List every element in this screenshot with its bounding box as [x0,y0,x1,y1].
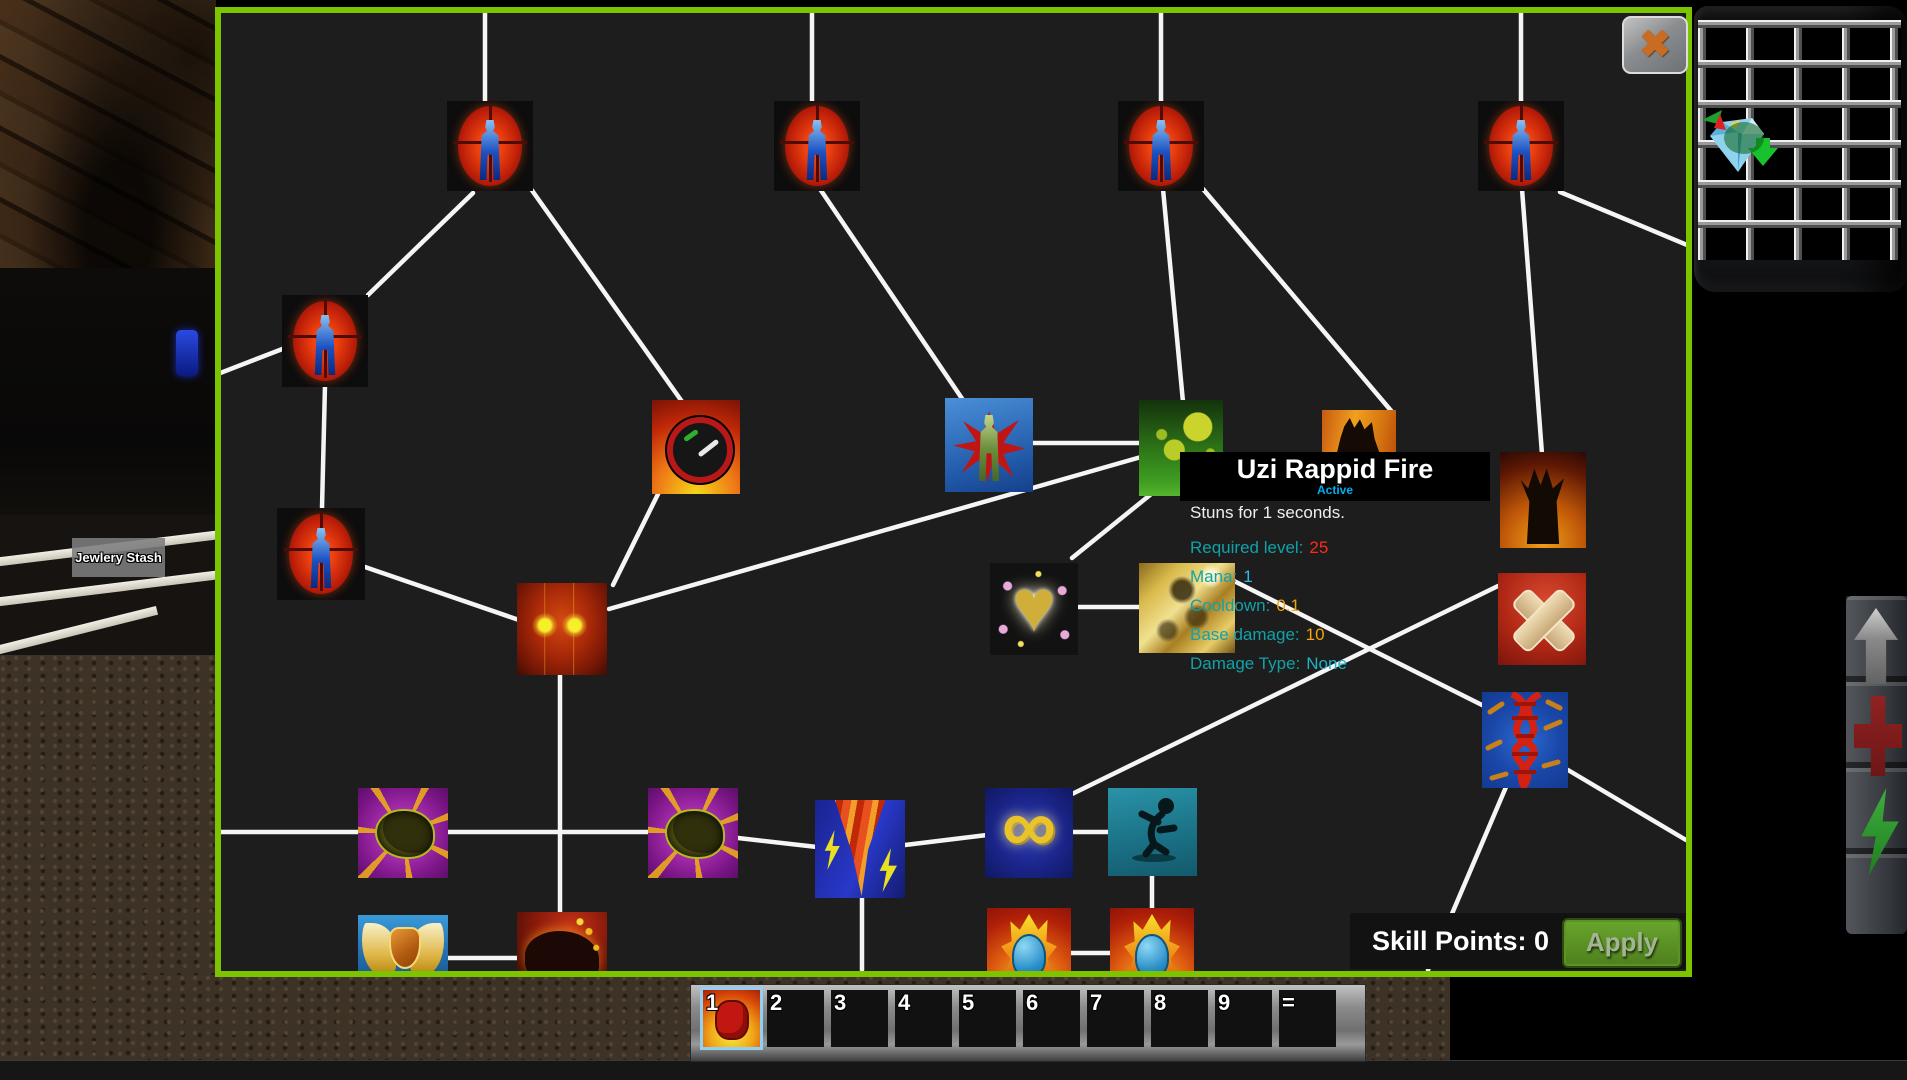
skill-node-burning-man-1[interactable] [987,908,1071,977]
skill-node-brain-2[interactable] [648,788,738,878]
skill-node-lightning-tornado[interactable] [815,800,905,898]
red-cross-icon[interactable] [1854,696,1902,776]
hotbar: 1 2 3 4 5 6 7 8 9 = [690,984,1366,1062]
dna-helix-icon [1485,692,1563,788]
skill-node-dna[interactable] [1482,692,1568,788]
tooltip-stat-row: Cooldown:0.1 [1190,596,1300,615]
skill-node-demon-face[interactable] [517,583,607,675]
skill-tooltip-body: Stuns for 1 seconds. Required level:25 M… [1190,503,1500,678]
skill-node-body-target-6[interactable] [277,508,365,600]
bottom-bar [0,1060,1907,1080]
tooltip-title: Uzi Rappid Fire [1236,454,1434,484]
green-lightning-icon[interactable] [1861,788,1899,876]
skill-node-golden-heart[interactable] [990,563,1078,655]
flaming-speedometer-icon [667,417,733,483]
hotbar-slot-5[interactable]: 5 [959,990,1016,1047]
skill-node-trip-fall[interactable] [1108,788,1197,876]
hotbar-slot-2[interactable]: 2 [767,990,824,1047]
up-arrow-icon[interactable] [1854,608,1898,684]
close-icon: ✖ [1639,24,1671,66]
falling-figure-icon [1132,798,1178,862]
skill-tooltip-header: Uzi Rappid Fire Active [1180,452,1490,501]
skill-node-body-target-5[interactable] [282,295,368,387]
hotbar-slot-3[interactable]: 3 [831,990,888,1047]
hotbar-slot-8[interactable]: 8 [1151,990,1208,1047]
skill-node-burning-man-2[interactable] [1110,908,1194,977]
hotbar-slot-7[interactable]: 7 [1087,990,1144,1047]
wood-floor-background [0,0,216,268]
tooltip-stat-row: Damage Type:None [1190,654,1347,673]
skill-node-body-target-1[interactable] [447,101,533,191]
skill-node-speed-gauge[interactable] [652,400,740,494]
apply-button[interactable]: Apply [1562,918,1682,968]
hotbar-slot-9[interactable]: 9 [1215,990,1272,1047]
hotbar-slot-1[interactable]: 1 [700,987,763,1050]
skill-points-bar: Skill Points: 0 Apply [1350,913,1687,969]
gem-with-arrows-icon [1702,110,1778,172]
skill-node-infinity[interactable] [985,788,1073,878]
hotbar-slot-6[interactable]: 6 [1023,990,1080,1047]
skill-node-wounded-man[interactable] [945,398,1033,492]
tooltip-stat-row: Required level:25 [1190,538,1329,557]
blue-world-object [176,330,198,376]
skill-connection-lines [215,7,1692,973]
tooltip-skill-type: Active [1316,483,1354,497]
hotbar-slot-4[interactable]: 4 [895,990,952,1047]
tooltip-stat-row: Base damage:10 [1190,625,1325,644]
skill-node-body-target-2[interactable] [774,101,860,191]
tooltip-stat-row: Mana:1 [1190,567,1253,586]
skill-node-bandage[interactable] [1498,573,1586,665]
stash-label[interactable]: Jewlery Stash [72,538,165,577]
close-button[interactable]: ✖ [1622,16,1688,74]
skill-points-text: Skill Points: 0 [1372,925,1550,956]
skill-points-value: 0 [1534,925,1550,956]
skill-node-brain-1[interactable] [358,788,448,878]
skill-node-body-target-3[interactable] [1118,101,1204,191]
skill-node-dark-beast[interactable] [517,912,607,977]
fire-fist-icon [703,990,760,1047]
skill-node-fire-demon[interactable] [1500,452,1586,548]
inventory-item-gem[interactable] [1700,104,1780,183]
side-button-strip [1846,596,1907,934]
skill-node-golden-figure[interactable] [1139,563,1235,653]
tooltip-description: Stuns for 1 seconds. [1190,503,1345,522]
dark-room-background [0,268,216,520]
skill-node-winged-shield[interactable] [358,915,448,977]
skill-node-body-target-4[interactable] [1478,101,1564,191]
hotbar-slot-equals[interactable]: = [1279,990,1336,1047]
